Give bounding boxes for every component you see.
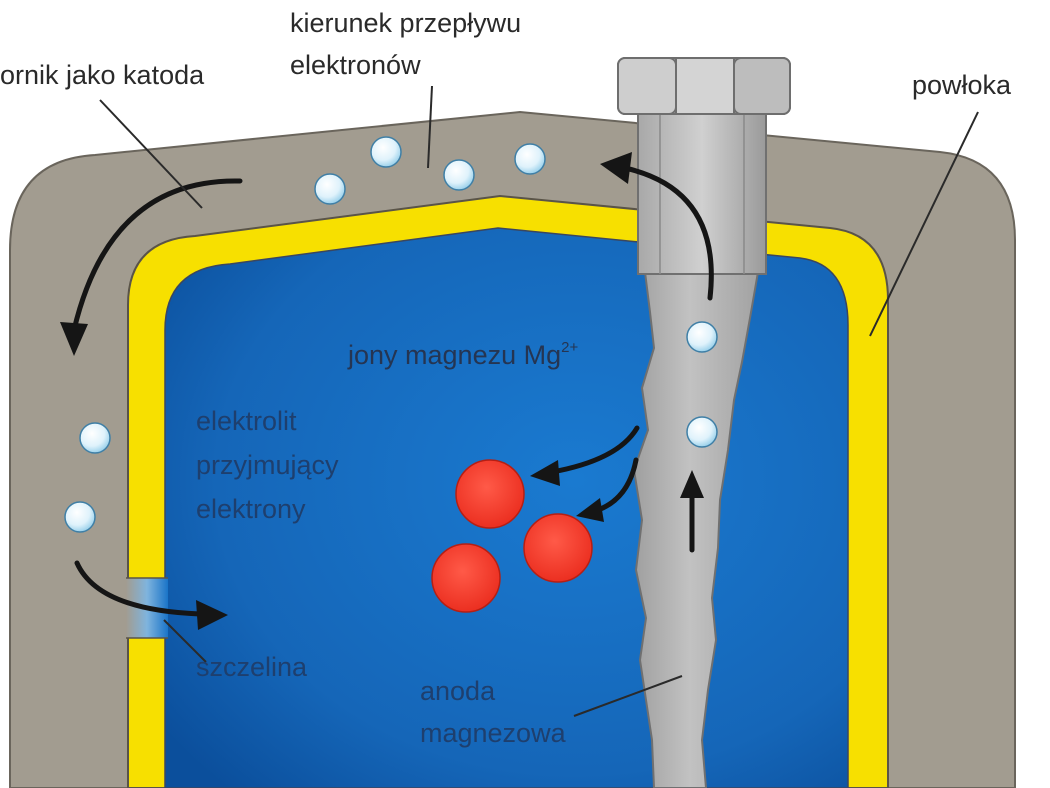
acceptor-icon	[431, 543, 501, 613]
ion-icon	[79, 422, 111, 454]
arrowhead-icon	[600, 152, 632, 184]
arrow-icon	[74, 560, 203, 617]
flow-direction-label-line1: kierunek przepływu	[290, 8, 522, 38]
ion-icon	[686, 321, 718, 353]
bolt-shaft	[637, 111, 767, 275]
magnesium-ions	[64, 136, 718, 533]
ion-icon	[370, 136, 402, 168]
acceptor-icon	[455, 459, 525, 529]
ion-icon	[314, 173, 346, 205]
leader-lines	[99, 85, 979, 717]
coating-label: powłoka	[912, 70, 1012, 100]
ions-label: jony magnezu Mg2+	[348, 339, 579, 370]
electron-acceptors	[431, 459, 593, 613]
arrowhead-icon	[196, 600, 228, 630]
magnesium-anode	[632, 271, 760, 788]
arrowhead-icon	[530, 460, 560, 486]
arrowhead-icon	[60, 322, 88, 356]
acceptor-icon	[523, 513, 593, 583]
arrow-icon	[549, 425, 640, 475]
ion-icon	[514, 143, 546, 175]
arrow-icon	[71, 178, 243, 333]
cathode-label: ornik jako katoda	[0, 60, 205, 90]
electrolyte-label-line3: elektrony	[196, 494, 306, 524]
ion-icon	[686, 416, 718, 448]
electrolyte-label-line1: elektrolit	[196, 406, 297, 436]
electrolyte-label-line2: przyjmujący	[196, 450, 339, 480]
flow-direction-label-line2: elektronów	[290, 50, 421, 80]
arrowhead-icon	[576, 498, 604, 522]
ion-icon	[64, 501, 96, 533]
ions-charge-superscript: 2+	[561, 339, 579, 356]
anode-label-line2: magnezowa	[420, 718, 566, 748]
arrowhead-icon	[680, 470, 704, 498]
bolt-head	[617, 57, 791, 115]
arrowheads	[60, 152, 704, 630]
anode-label-line1: anoda	[420, 676, 496, 706]
ion-icon	[443, 159, 475, 191]
gap-label: szczelina	[196, 652, 308, 682]
arrow-icon	[622, 165, 714, 301]
flow-arrows	[71, 165, 714, 617]
